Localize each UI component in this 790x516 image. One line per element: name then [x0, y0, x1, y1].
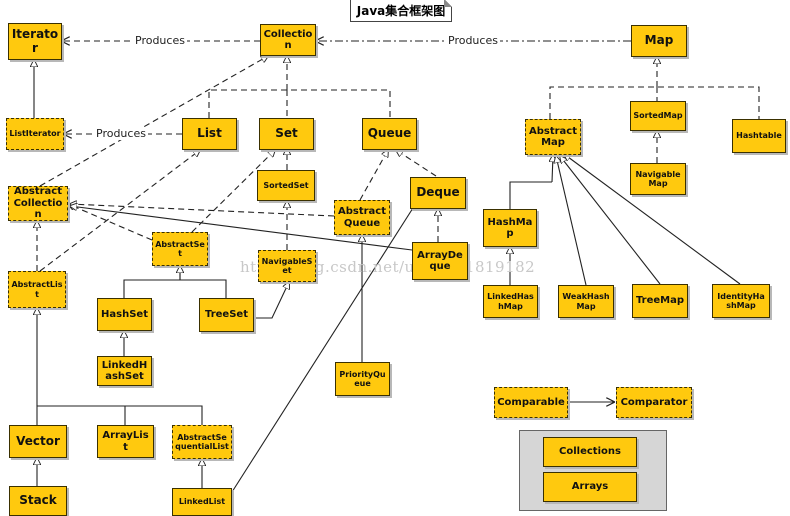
node-array-deque[interactable]: ArrayDeque	[412, 242, 468, 280]
node-hash-set[interactable]: HashSet	[97, 298, 152, 331]
edge-abstractqueue-abstractcollection	[70, 204, 335, 217]
node-stack[interactable]: Stack	[9, 486, 67, 516]
produces-label-collection-iterator: Produces	[133, 34, 187, 47]
edge-hashmap-abstractmap	[509, 181, 552, 209]
node-sorted-set[interactable]: SortedSet	[257, 170, 315, 201]
node-comparable[interactable]: Comparable	[494, 387, 568, 418]
edge-weakhashmap-abstractmap	[556, 156, 587, 286]
node-deque[interactable]: Deque	[410, 177, 466, 209]
node-linked-hash-map[interactable]: LinkedHashMap	[483, 285, 538, 318]
node-iterator[interactable]: Iterator	[8, 23, 62, 60]
edge-linkedlist-deque	[231, 197, 420, 493]
node-weak-hash-map[interactable]: WeakHashMap	[558, 285, 614, 318]
node-hashtable[interactable]: Hashtable	[732, 119, 786, 153]
node-linked-hash-set[interactable]: LinkedHashSet	[97, 356, 152, 386]
node-sorted-map[interactable]: SortedMap	[630, 101, 686, 131]
node-tree-set[interactable]: TreeSet	[199, 298, 254, 332]
node-list-iterator[interactable]: ListIterator	[6, 118, 64, 150]
node-array-list[interactable]: ArrayList	[97, 425, 154, 458]
edge-abstractlist-list	[39, 150, 200, 272]
diagram-title: Java集合框架图	[350, 0, 452, 22]
node-map[interactable]: Map	[631, 25, 687, 57]
edge-abstractcollection-collection	[39, 56, 268, 187]
node-collection[interactable]: Collection	[260, 24, 316, 56]
edge-map-bus	[549, 86, 760, 119]
node-list[interactable]: List	[182, 118, 237, 150]
node-hash-map[interactable]: HashMap	[483, 209, 537, 247]
node-queue[interactable]: Queue	[362, 118, 417, 150]
node-collections[interactable]: Collections	[543, 437, 637, 467]
edge-arraydeque-abstractcollection	[70, 206, 413, 251]
node-navigable-set[interactable]: NavigableSet	[258, 250, 316, 282]
produces-label-list-listiterator: Produces	[94, 127, 148, 140]
produces-label-map-collection: Produces	[446, 34, 500, 47]
node-abstract-map[interactable]: AbstractMap	[525, 119, 581, 155]
node-identity-hash-map[interactable]: IdentityHashMap	[712, 284, 770, 318]
node-set[interactable]: Set	[259, 118, 314, 150]
node-abstract-sequential-list[interactable]: AbstractSequentialList	[172, 425, 232, 459]
node-comparator[interactable]: Comparator	[616, 387, 692, 418]
node-abstract-set[interactable]: AbstractSet	[152, 232, 208, 266]
node-arrays[interactable]: Arrays	[543, 472, 637, 502]
edge-abstractset-abstractcollection	[68, 204, 153, 241]
edge-abstractqueue-queue	[359, 150, 388, 201]
node-abstract-queue[interactable]: AbstractQueue	[334, 200, 390, 235]
edge-list-impl-bus	[36, 405, 203, 425]
edge-sets-bus	[123, 266, 227, 298]
node-vector[interactable]: Vector	[9, 425, 67, 458]
node-priority-queue[interactable]: PriorityQueue	[335, 362, 390, 396]
edge-identityhashmap-abstractmap	[564, 154, 741, 285]
node-abstract-collection[interactable]: AbstractCollection	[8, 186, 68, 221]
edge-deque-queue	[396, 150, 437, 177]
node-linked-list[interactable]: LinkedList	[172, 488, 232, 516]
edge-collection-bus	[208, 89, 391, 118]
edge-treeset-navigableset	[254, 282, 289, 319]
node-abstract-list[interactable]: AbstractList	[8, 271, 66, 308]
edge-treemap-abstractmap	[560, 156, 661, 285]
node-tree-map[interactable]: TreeMap	[632, 284, 688, 318]
node-navigable-map[interactable]: NavigableMap	[630, 163, 686, 195]
edge-hashmap-arrow	[552, 155, 553, 183]
